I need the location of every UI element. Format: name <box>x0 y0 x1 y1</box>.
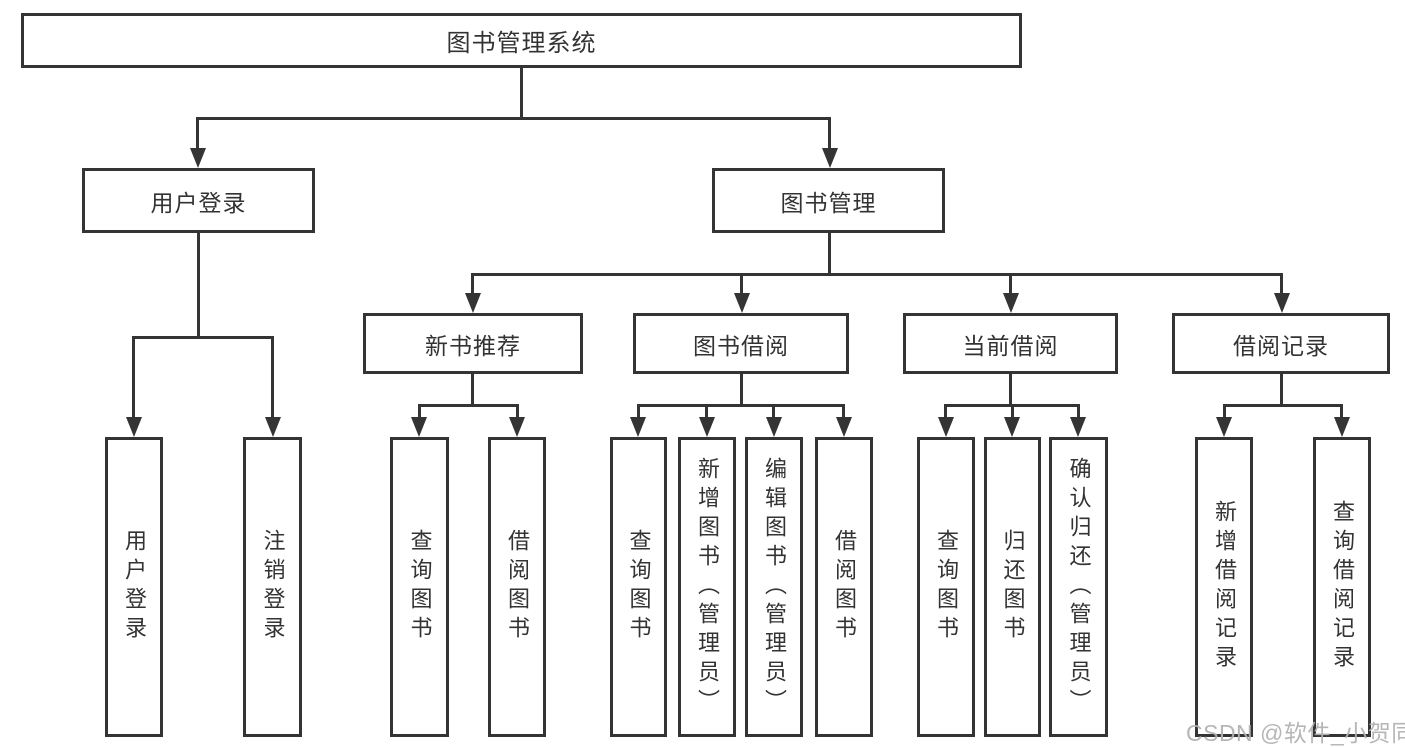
connector-line <box>1280 273 1283 297</box>
arrow-down-icon <box>1070 417 1086 437</box>
connector-line <box>1223 404 1343 407</box>
leaf-borrow-edit-book: 编辑图书（管理员） <box>745 437 803 737</box>
node-current-borrow: 当前借阅 <box>903 313 1118 374</box>
leaf-query-borrow-record: 查询借阅记录 <box>1313 437 1371 737</box>
arrow-down-icon <box>1003 293 1019 313</box>
leaf-return-book-label: 归还图书 <box>1000 529 1026 645</box>
leaf-logout: 注销登录 <box>243 437 302 737</box>
connector-line <box>132 336 274 339</box>
arrow-down-icon <box>1334 417 1350 437</box>
leaf-borrow-book: 借阅图书 <box>815 437 873 737</box>
node-book-borrow: 图书借阅 <box>633 313 849 374</box>
connector-line <box>1340 404 1343 420</box>
leaf-newbook-query: 查询图书 <box>390 437 449 737</box>
leaf-add-borrow-record-label: 新增借阅记录 <box>1212 500 1237 674</box>
arrow-down-icon <box>1004 417 1020 437</box>
leaf-borrow-book-label: 借阅图书 <box>832 529 857 645</box>
leaf-borrow-edit-book-label: 编辑图书（管理员） <box>762 456 787 718</box>
connector-line <box>1009 374 1012 407</box>
leaf-return-book: 归还图书 <box>984 437 1041 737</box>
connector-line <box>1011 404 1014 420</box>
connector-line <box>132 336 135 421</box>
arrow-down-icon <box>836 417 852 437</box>
leaf-confirm-return: 确认归还（管理员） <box>1049 437 1108 737</box>
connector-line <box>1009 273 1012 297</box>
connector-line <box>418 404 421 420</box>
arrow-down-icon <box>630 417 646 437</box>
connector-line <box>196 117 831 120</box>
leaf-borrow-add-book: 新增图书（管理员） <box>678 437 736 737</box>
connector-line <box>740 374 743 407</box>
connector-line <box>1223 404 1226 420</box>
leaf-user-login-label: 用户登录 <box>122 529 147 645</box>
connector-line <box>637 404 640 420</box>
node-borrow-record-label: 借阅记录 <box>1233 332 1329 359</box>
node-root: 图书管理系统 <box>21 13 1022 68</box>
leaf-current-query-label: 查询图书 <box>934 529 959 645</box>
node-book-management-label: 图书管理 <box>780 189 877 216</box>
connector-line <box>828 117 831 153</box>
leaf-borrow-query: 查询图书 <box>610 437 667 737</box>
arrow-down-icon <box>822 148 838 168</box>
node-borrow-record: 借阅记录 <box>1172 313 1390 374</box>
leaf-user-login: 用户登录 <box>105 437 163 737</box>
arrow-down-icon <box>411 417 427 437</box>
connector-line <box>418 404 519 407</box>
node-user-login: 用户登录 <box>82 168 315 233</box>
leaf-logout-label: 注销登录 <box>260 529 286 645</box>
connector-line <box>637 404 845 407</box>
node-book-borrow-label: 图书借阅 <box>693 332 789 359</box>
connector-line <box>271 336 274 421</box>
leaf-borrow-query-label: 查询图书 <box>626 529 652 645</box>
connector-line <box>471 273 474 297</box>
arrow-down-icon <box>1216 417 1232 437</box>
node-root-label: 图书管理系统 <box>446 30 597 57</box>
connector-line <box>471 273 1282 276</box>
arrow-down-icon <box>938 417 954 437</box>
connector-line <box>1280 374 1283 407</box>
arrow-down-icon <box>465 293 481 313</box>
leaf-borrow-add-book-label: 新增图书（管理员） <box>695 456 720 718</box>
connector-line <box>944 404 947 420</box>
leaf-add-borrow-record: 新增借阅记录 <box>1195 437 1253 737</box>
connector-line <box>705 404 708 420</box>
connector-line <box>772 404 775 420</box>
connector-line <box>520 68 523 120</box>
node-new-book-recommend-label: 新书推荐 <box>425 332 521 359</box>
leaf-newbook-query-label: 查询图书 <box>407 529 433 645</box>
leaf-confirm-return-label: 确认归还（管理员） <box>1066 456 1092 718</box>
connector-line <box>828 233 831 276</box>
node-book-management: 图书管理 <box>712 168 945 233</box>
connector-line <box>516 404 519 420</box>
connector-line <box>842 404 845 420</box>
arrow-down-icon <box>1274 293 1290 313</box>
connector-line <box>740 273 743 297</box>
connector-line <box>197 233 200 339</box>
arrow-down-icon <box>699 417 715 437</box>
connector-line <box>471 374 474 407</box>
leaf-newbook-borrow: 借阅图书 <box>488 437 546 737</box>
arrow-down-icon <box>190 148 206 168</box>
leaf-query-borrow-record-label: 查询借阅记录 <box>1330 500 1355 674</box>
node-new-book-recommend: 新书推荐 <box>363 313 583 374</box>
arrow-down-icon <box>126 417 142 437</box>
leaf-newbook-borrow-label: 借阅图书 <box>505 529 530 645</box>
watermark: CSDN @软件_小贺同学 <box>1186 720 1405 746</box>
leaf-current-query: 查询图书 <box>917 437 975 737</box>
connector-line <box>196 117 199 153</box>
arrow-down-icon <box>509 417 525 437</box>
node-current-borrow-label: 当前借阅 <box>962 332 1059 359</box>
arrow-down-icon <box>265 417 281 437</box>
arrow-down-icon <box>734 293 750 313</box>
node-user-login-label: 用户登录 <box>150 189 247 216</box>
connector-line <box>1077 404 1080 420</box>
arrow-down-icon <box>766 417 782 437</box>
